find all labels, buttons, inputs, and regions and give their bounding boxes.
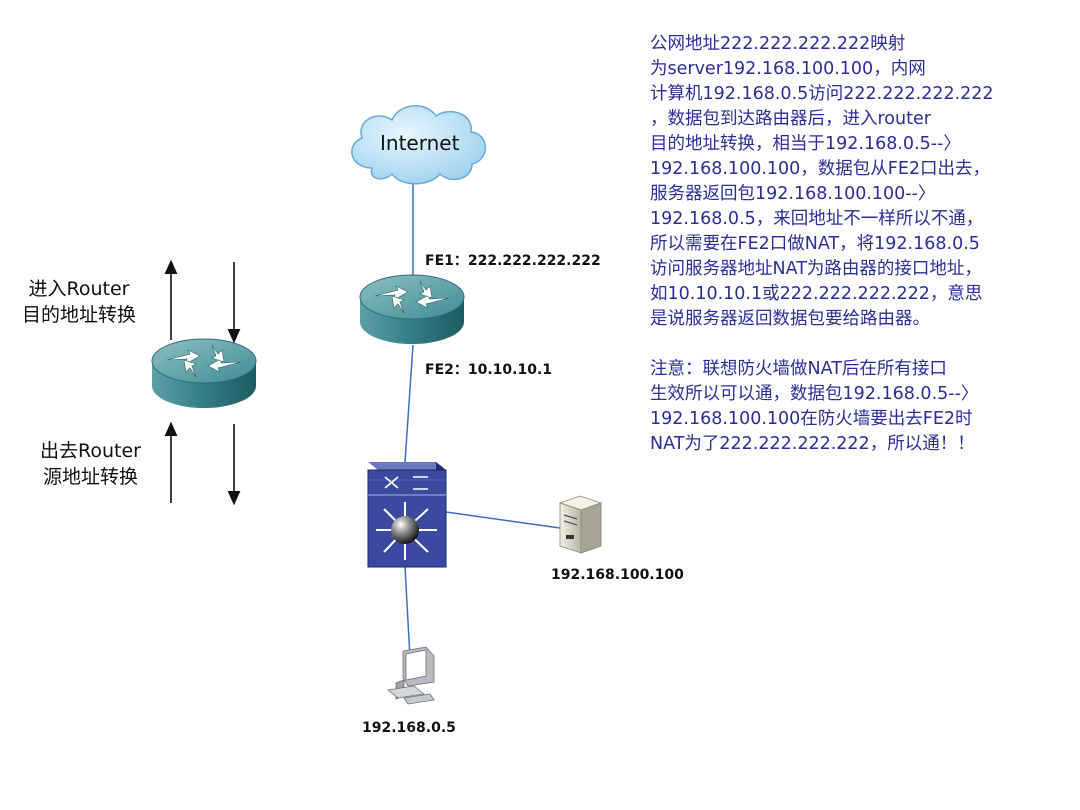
exit-router-line1: 出去Router: [40, 440, 141, 462]
flow-arrows: [164, 259, 241, 506]
enter-router-label: 进入Router 目的地址转换: [22, 276, 136, 328]
exit-router-label: 出去Router 源地址转换: [40, 438, 141, 490]
note-line: NAT为了222.222.222.222，所以通！！: [650, 434, 975, 454]
note-line: 为server192.168.100.100，内网: [650, 59, 926, 79]
note-line: 是说服务器返回数据包要给路由器。: [650, 309, 930, 329]
link-router-switch: [404, 344, 414, 463]
internet-label: Internet: [380, 131, 460, 155]
note-line: 目的地址转换，相当于192.168.0.5--〉: [650, 134, 961, 154]
note-line: 服务器返回包192.168.100.100--〉: [650, 184, 936, 204]
server-ip-label: 192.168.100.100: [551, 567, 684, 583]
exit-router-line2: 源地址转换: [42, 466, 138, 488]
note-line: 注意：联想防火墙做NAT后在所有接口: [650, 359, 947, 379]
link-switch-server: [445, 511, 561, 529]
left-router-icon: [151, 338, 257, 408]
note-spacer: [650, 332, 1070, 357]
link-switch-pc: [404, 566, 411, 659]
note-line: 生效所以可以通，数据包192.168.0.5--〉: [650, 384, 979, 404]
note-line: 公网地址222.222.222.222映射: [650, 34, 906, 54]
links: [404, 175, 561, 659]
enter-router-line2: 目的地址转换: [22, 304, 137, 326]
pc-ip-label: 192.168.0.5: [362, 720, 456, 736]
note-line: 192.168.0.5，来回地址不一样所以不通，: [650, 209, 984, 229]
pc-icon: [387, 646, 435, 705]
note-line: 192.168.100.100在防火墙要出去FE2时: [650, 409, 973, 429]
switch-icon: [367, 462, 447, 568]
explanation-note: 公网地址222.222.222.222映射 为server192.168.100…: [650, 32, 1070, 457]
server-icon: [558, 495, 603, 554]
internet-cloud-icon: [351, 105, 487, 185]
note-line: 所以需要在FE2口做NAT，将192.168.0.5: [650, 234, 980, 254]
router-icon: [359, 274, 465, 344]
fe1-interface-label: FE1：222.222.222.222: [425, 253, 601, 269]
enter-router-line1: 进入Router: [28, 278, 130, 300]
fe2-interface-label: FE2：10.10.10.1: [425, 362, 553, 378]
note-line: 如10.10.10.1或222.222.222.222，意思: [650, 284, 983, 304]
note-line: 192.168.100.100，数据包从FE2口出去，: [650, 159, 991, 179]
note-line: ，数据包到达路由器后，进入router: [650, 109, 931, 129]
note-line: 访问服务器地址NAT为路由器的接口地址，: [650, 259, 982, 279]
note-line: 计算机192.168.0.5访问222.222.222.222: [650, 84, 994, 104]
